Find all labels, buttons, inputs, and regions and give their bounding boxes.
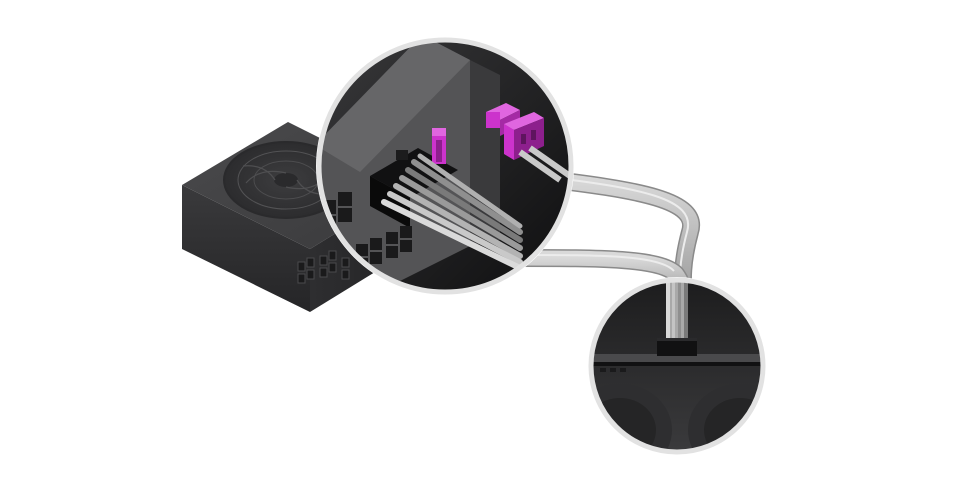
connector-icon [432, 128, 446, 164]
psu-socket-callout [316, 37, 574, 295]
gpu-icon [588, 277, 766, 455]
pcie-power-connector [486, 103, 571, 183]
